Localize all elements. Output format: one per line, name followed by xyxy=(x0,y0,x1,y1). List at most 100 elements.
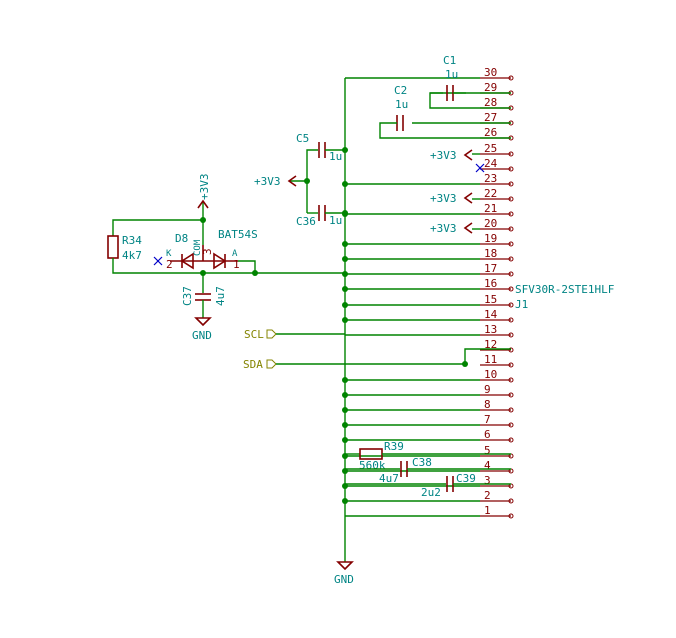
connector-pin-number: 15 xyxy=(484,293,497,306)
connector-pin-end xyxy=(508,75,514,81)
connector-pin-end xyxy=(508,241,514,247)
connector-pin-number: 26 xyxy=(484,126,497,139)
junction xyxy=(342,241,348,247)
junction xyxy=(342,271,348,277)
junction xyxy=(342,317,348,323)
d8-pin-k: K xyxy=(166,249,172,259)
capacitor-c2: C2 1u xyxy=(379,84,511,139)
junction xyxy=(200,270,206,276)
no-connect-pin24 xyxy=(475,163,485,173)
r39-ref: R39 xyxy=(384,440,404,453)
c1-value: 1u xyxy=(445,68,458,81)
c36-value: 1u xyxy=(329,214,342,227)
connector-pin-end xyxy=(508,271,514,277)
gnd-c37-label: GND xyxy=(192,329,212,342)
connector-pin-number: 8 xyxy=(484,398,491,411)
connector-pin-number: 13 xyxy=(484,323,497,336)
connector-pin-end xyxy=(508,362,514,368)
connector-pin-end xyxy=(508,422,514,428)
c5-value: 1u xyxy=(329,150,342,163)
global-label-scl: SCL xyxy=(244,328,345,341)
junction xyxy=(342,286,348,292)
junction xyxy=(342,437,348,443)
capacitor-c5: C5 1u xyxy=(296,132,345,213)
connector-pin-end xyxy=(508,286,514,292)
connector-pin-number: 1 xyxy=(484,504,491,517)
power-3v3-left: +3V3 xyxy=(254,175,307,188)
connector-pin-end xyxy=(508,513,514,519)
connector-pin-number: 24 xyxy=(484,157,498,170)
c2-value: 1u xyxy=(395,98,408,111)
c37-ref: C37 xyxy=(181,286,194,306)
c5-ref: C5 xyxy=(296,132,309,145)
connector-pin-number: 4 xyxy=(484,459,491,472)
r34-ref: R34 xyxy=(122,234,142,247)
connector-pin-number: 27 xyxy=(484,111,497,124)
power-3v3-pin22: +3V3 xyxy=(430,192,473,205)
power-3v3-pin20: +3V3 xyxy=(430,222,473,235)
connector-pin-end xyxy=(508,437,514,443)
junction xyxy=(342,256,348,262)
connector-pin-end xyxy=(508,151,514,157)
connector-pin-number: 19 xyxy=(484,232,497,245)
global-label-sda: SDA xyxy=(243,348,511,371)
connector-pin-end xyxy=(508,166,514,172)
connector-pin-end xyxy=(508,332,514,338)
c37-value: 4u7 xyxy=(214,286,227,306)
connector-pin-number: 6 xyxy=(484,428,491,441)
c1-ref: C1 xyxy=(443,54,456,67)
connector-pin-end xyxy=(508,498,514,504)
connector-pin-number: 10 xyxy=(484,368,497,381)
connector-ref: J1 xyxy=(515,298,528,311)
d8-ref: D8 xyxy=(175,232,188,245)
connector-pin-number: 22 xyxy=(484,187,497,200)
junction xyxy=(342,377,348,383)
capacitor-c37: C37 4u7 xyxy=(181,273,227,318)
connector-pin-end xyxy=(508,407,514,413)
connector-pin-number: 12 xyxy=(484,338,497,351)
connector-pin-number: 16 xyxy=(484,277,497,290)
junction xyxy=(252,270,258,276)
power-3v3-pin22-label: +3V3 xyxy=(430,192,457,205)
diode-d8: D8 BAT54S K A COM 2 1 3 xyxy=(166,228,258,273)
connector-pin-end xyxy=(508,226,514,232)
connector-pin-end xyxy=(508,211,514,217)
connector-pin-number: 25 xyxy=(484,142,497,155)
r34-value: 4k7 xyxy=(122,249,142,262)
junction xyxy=(342,392,348,398)
d8-pin-com: COM xyxy=(193,239,203,256)
capacitor-c39: C39 2u2 xyxy=(345,472,511,499)
d8-pin2: 2 xyxy=(166,258,173,271)
d8-pin-a: A xyxy=(232,249,238,259)
capacitor-c36: C36 1u xyxy=(296,205,345,228)
c38-ref: C38 xyxy=(412,456,432,469)
junction xyxy=(342,422,348,428)
connector-pin-number: 14 xyxy=(484,308,498,321)
power-3v3-top: +3V3 xyxy=(197,174,211,245)
no-connect-d8-k xyxy=(153,256,163,266)
connector-pin-number: 3 xyxy=(484,474,491,487)
connector-pin-end xyxy=(508,377,514,383)
power-3v3-pin25-label: +3V3 xyxy=(430,149,457,162)
r39-value: 560k xyxy=(359,459,386,472)
d8-pin1: 1 xyxy=(233,258,240,271)
connector-pin-number: 30 xyxy=(484,66,497,79)
connector-pin-number: 2 xyxy=(484,489,491,502)
connector-pin-number: 28 xyxy=(484,96,497,109)
connector-j1: 3029282726252423222120191817161514131211… xyxy=(342,66,514,519)
power-3v3-label: +3V3 xyxy=(254,175,281,188)
connector-pin-end xyxy=(508,181,514,187)
connector-pin-number: 29 xyxy=(484,81,497,94)
gnd-symbol-main: GND xyxy=(334,561,354,586)
capacitor-c1: C1 1u xyxy=(429,54,511,109)
sda-label: SDA xyxy=(243,358,263,371)
connector-pin-number: 21 xyxy=(484,202,497,215)
connector-pin-end xyxy=(508,256,514,262)
junction xyxy=(342,302,348,308)
connector-pin-end xyxy=(508,347,514,353)
resistor-r34: R34 4k7 xyxy=(107,219,345,274)
d8-value: BAT54S xyxy=(218,228,258,241)
connector-pin-end xyxy=(508,196,514,202)
junction xyxy=(342,498,348,504)
